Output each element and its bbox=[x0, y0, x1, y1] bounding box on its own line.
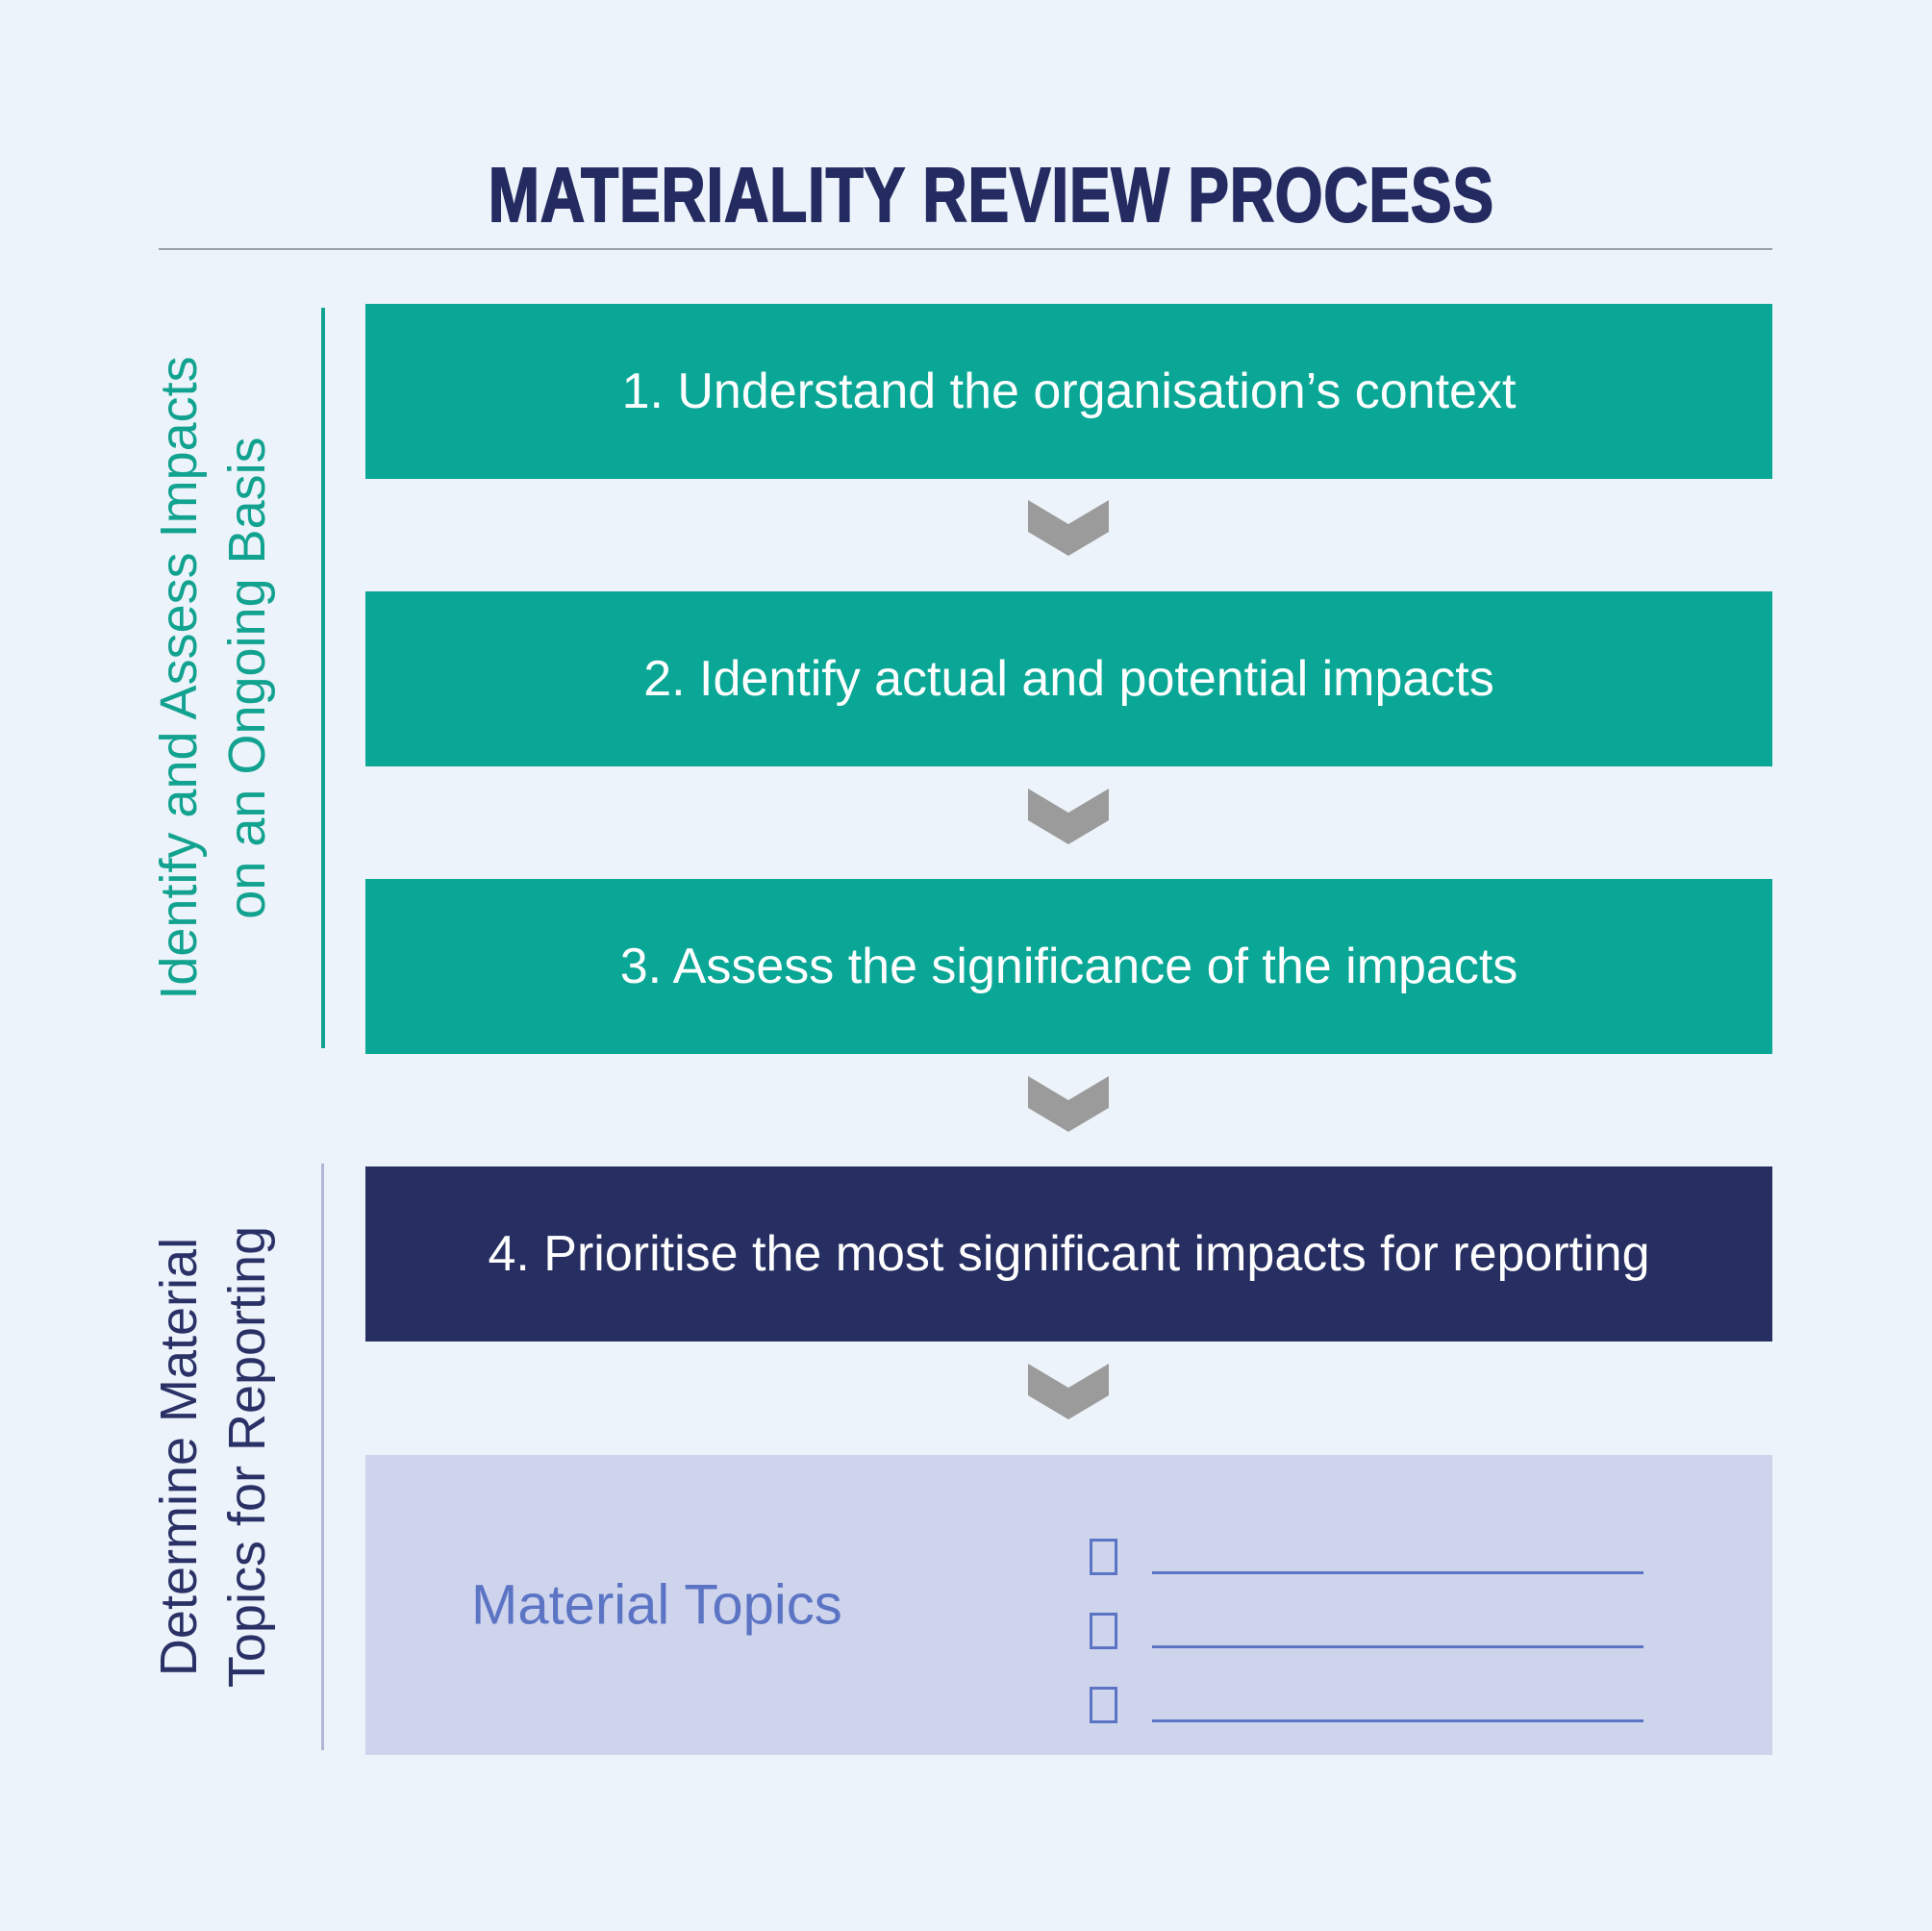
checklist-row bbox=[1090, 1613, 1643, 1649]
side-label-determine-material: Determine Material Topics for Reporting bbox=[145, 1226, 282, 1688]
checklist-row bbox=[1090, 1539, 1643, 1575]
step-label: 2. Identify actual and potential impacts bbox=[643, 651, 1494, 707]
material-topics-checklist bbox=[1090, 1539, 1643, 1723]
write-in-line bbox=[1152, 1645, 1643, 1648]
page-title-row: MATERIALITY REVIEW PROCESS bbox=[0, 152, 1932, 238]
write-in-line bbox=[1152, 1719, 1643, 1722]
checkbox-icon bbox=[1090, 1687, 1117, 1723]
chevron-down-icon bbox=[1028, 1364, 1109, 1419]
step-label: 1. Understand the organisation’s context bbox=[621, 364, 1517, 419]
side-label-line: on an Ongoing Basis bbox=[218, 437, 276, 919]
chevron-down-icon bbox=[1028, 789, 1109, 844]
side-label-identify-assess: Identify and Assess Impacts on an Ongoin… bbox=[145, 356, 282, 999]
step-box-1: 1. Understand the organisation’s context bbox=[365, 304, 1772, 479]
step-box-4: 4. Prioritise the most significant impac… bbox=[365, 1166, 1772, 1342]
checkbox-icon bbox=[1090, 1613, 1117, 1649]
checklist-row bbox=[1090, 1687, 1643, 1723]
checkbox-icon bbox=[1090, 1539, 1117, 1575]
chevron-down-icon bbox=[1028, 500, 1109, 556]
step-label: 4. Prioritise the most significant impac… bbox=[488, 1226, 1650, 1282]
title-divider bbox=[159, 248, 1772, 250]
material-topics-box: Material Topics bbox=[365, 1455, 1772, 1755]
chevron-down-icon bbox=[1028, 1076, 1109, 1132]
step-box-2: 2. Identify actual and potential impacts bbox=[365, 591, 1772, 766]
material-topics-label: Material Topics bbox=[471, 1573, 842, 1637]
step-label: 3. Assess the significance of the impact… bbox=[619, 939, 1518, 994]
group-divider-line-teal bbox=[321, 308, 325, 1048]
step-box-3: 3. Assess the significance of the impact… bbox=[365, 879, 1772, 1054]
page-title: MATERIALITY REVIEW PROCESS bbox=[488, 152, 1494, 238]
write-in-line bbox=[1152, 1571, 1643, 1574]
side-label-line: Determine Material bbox=[150, 1237, 208, 1677]
side-label-line: Topics for Reporting bbox=[218, 1225, 276, 1689]
side-label-line: Identify and Assess Impacts bbox=[150, 356, 208, 1000]
group-divider-line-navy bbox=[321, 1164, 324, 1750]
